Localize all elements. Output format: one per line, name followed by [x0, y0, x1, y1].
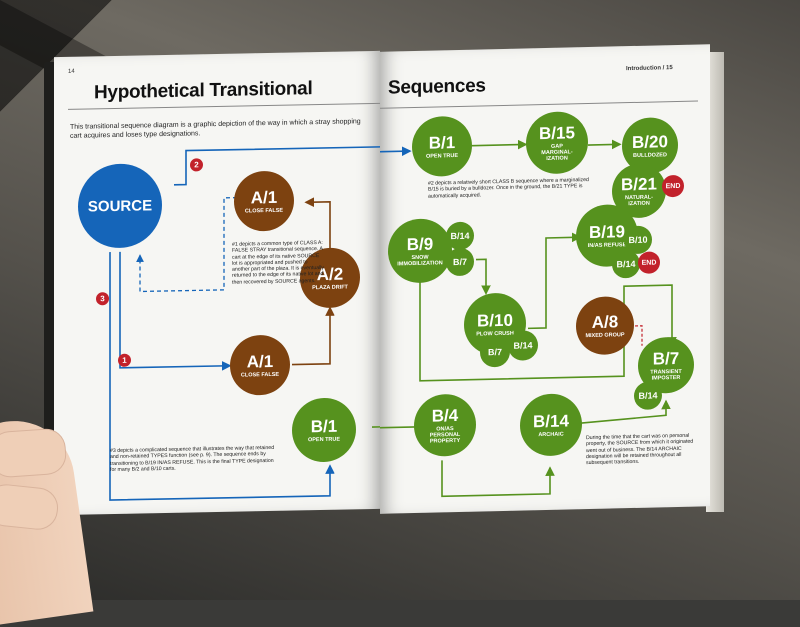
node-b9-label: SNOW IMMOBILIZATION — [394, 254, 446, 267]
node-b15-code: B/15 — [539, 124, 575, 142]
node-source-code: SOURCE — [88, 197, 152, 215]
node-b7-b-code: B/7 — [488, 343, 502, 360]
path-a1-a2 — [292, 308, 330, 365]
path-b9-b10 — [476, 259, 486, 293]
node-b10-label: PLOW CRUSH — [476, 330, 514, 337]
node-a2-label: PLAZA DRIFT — [312, 284, 348, 291]
node-b14-archaic-code: B/14 — [533, 412, 569, 430]
path-b10-b19 — [528, 237, 580, 328]
node-b20-code: B/20 — [632, 133, 668, 151]
node-b14-d-code: B/14 — [638, 387, 657, 404]
node-b10-code: B/10 — [477, 311, 513, 329]
left-page: 14 Hypothetical Transitional This transi… — [54, 51, 380, 515]
node-b21-code: B/21 — [621, 175, 657, 193]
node-b14-a-code: B/14 — [450, 227, 469, 244]
node-b4-code: B/4 — [432, 406, 458, 424]
node-b10-a-code: B/10 — [628, 231, 647, 248]
node-b9-code: B/9 — [407, 235, 433, 253]
path-b4-b14 — [442, 458, 550, 496]
node-a8-label: MIXED GROUP — [585, 332, 624, 339]
note-2: #2 depicts a relatively short CLASS B se… — [428, 177, 598, 200]
node-b19-label: IN/AS REFUSE — [588, 242, 627, 249]
note-3: #3 depicts a complicated sequence that i… — [110, 445, 280, 473]
node-a1-bottom-label: CLOSE FALSE — [241, 371, 279, 378]
node-a1-top-code: A/1 — [251, 188, 277, 206]
note-1: #1 depicts a common type of CLASS A: FAL… — [232, 240, 324, 286]
path-b1-b4-in — [380, 427, 416, 428]
node-b14-archaic-label: ARCHAIC — [538, 431, 563, 438]
path-b15-b20 — [588, 144, 620, 145]
open-book: 14 Hypothetical Transitional This transi… — [44, 48, 734, 518]
node-b1-bottom-code: B/1 — [311, 417, 337, 435]
node-b1-top-code: B/1 — [429, 134, 455, 152]
node-b21-label: NATURAL-IZATION — [619, 194, 659, 207]
node-b7-a-code: B/7 — [453, 253, 467, 270]
node-a1-bottom-code: A/1 — [247, 352, 273, 370]
path-b1-b15 — [472, 144, 526, 145]
path-2-in — [380, 151, 410, 152]
node-b1-top-label: OPEN TRUE — [426, 152, 458, 159]
node-a8-code: A/8 — [592, 313, 618, 331]
node-b7-code: B/7 — [653, 349, 679, 367]
path-1 — [120, 250, 230, 368]
node-b15-label: GAP MARGINAL-IZATION — [535, 143, 579, 162]
node-b20-label: BULLDOZED — [633, 152, 667, 159]
right-page: Introduction / 15 Sequences B/1 OPEN TRU… — [380, 44, 710, 513]
node-b14-b-code: B/14 — [616, 255, 635, 272]
node-a1-top-label: CLOSE FALSE — [245, 207, 283, 214]
finger — [0, 427, 68, 478]
node-b7-label: TRANSIENT IMPOSTER — [638, 368, 694, 381]
node-b19-code: B/19 — [589, 223, 625, 241]
node-b4-label: ON/AS PERSONAL PROPERTY — [422, 425, 468, 444]
note-bottom: During the time that the cart was on per… — [586, 433, 698, 467]
node-b14-c-code: B/14 — [513, 337, 532, 354]
node-b1-bottom-label: OPEN TRUE — [308, 436, 340, 443]
